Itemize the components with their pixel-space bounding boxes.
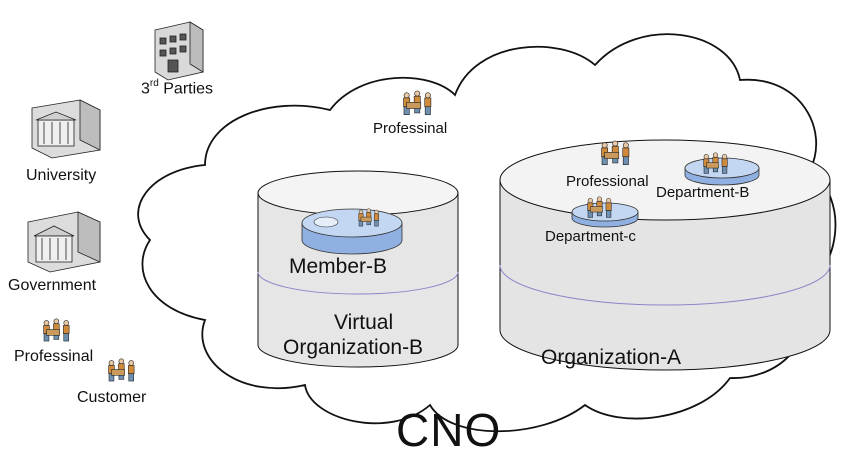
- customer-group-icon: [108, 358, 135, 382]
- member-b-label: Member-B: [289, 255, 388, 278]
- government-label: Government: [8, 277, 97, 294]
- customer-label: Customer: [77, 389, 147, 406]
- virtual-organization-label-line2: Organization-B: [283, 336, 424, 359]
- department-people-icon: [703, 152, 728, 174]
- organization-a-label: Organization-A: [541, 346, 682, 369]
- member-b-disk: [301, 208, 403, 255]
- member-people-icon: [358, 208, 379, 227]
- third-parties-label: 3rd Parties: [141, 78, 214, 98]
- professional-group-icon: [43, 318, 70, 342]
- third-parties-building-icon: [154, 21, 204, 81]
- department-people-icon: [587, 196, 612, 218]
- government-building-icon: [27, 211, 101, 273]
- organization-a-cylinder: [499, 139, 831, 371]
- professional-left-label: Professinal: [14, 348, 94, 365]
- department-b-label: Department-B: [656, 184, 750, 201]
- cno-title: CNO: [396, 404, 502, 456]
- department-c-disk: [571, 202, 639, 228]
- professional-cloud-label: Professinal: [373, 120, 448, 137]
- department-c-label: Department-c: [545, 228, 636, 245]
- virtual-organization-label-line1: Virtual: [334, 311, 394, 334]
- university-building-icon: [31, 99, 101, 159]
- professional-group-icon: [403, 90, 432, 116]
- university-label: University: [26, 167, 97, 184]
- professional-group-icon: [601, 140, 630, 166]
- professional-org-a-label: Professional: [566, 173, 649, 190]
